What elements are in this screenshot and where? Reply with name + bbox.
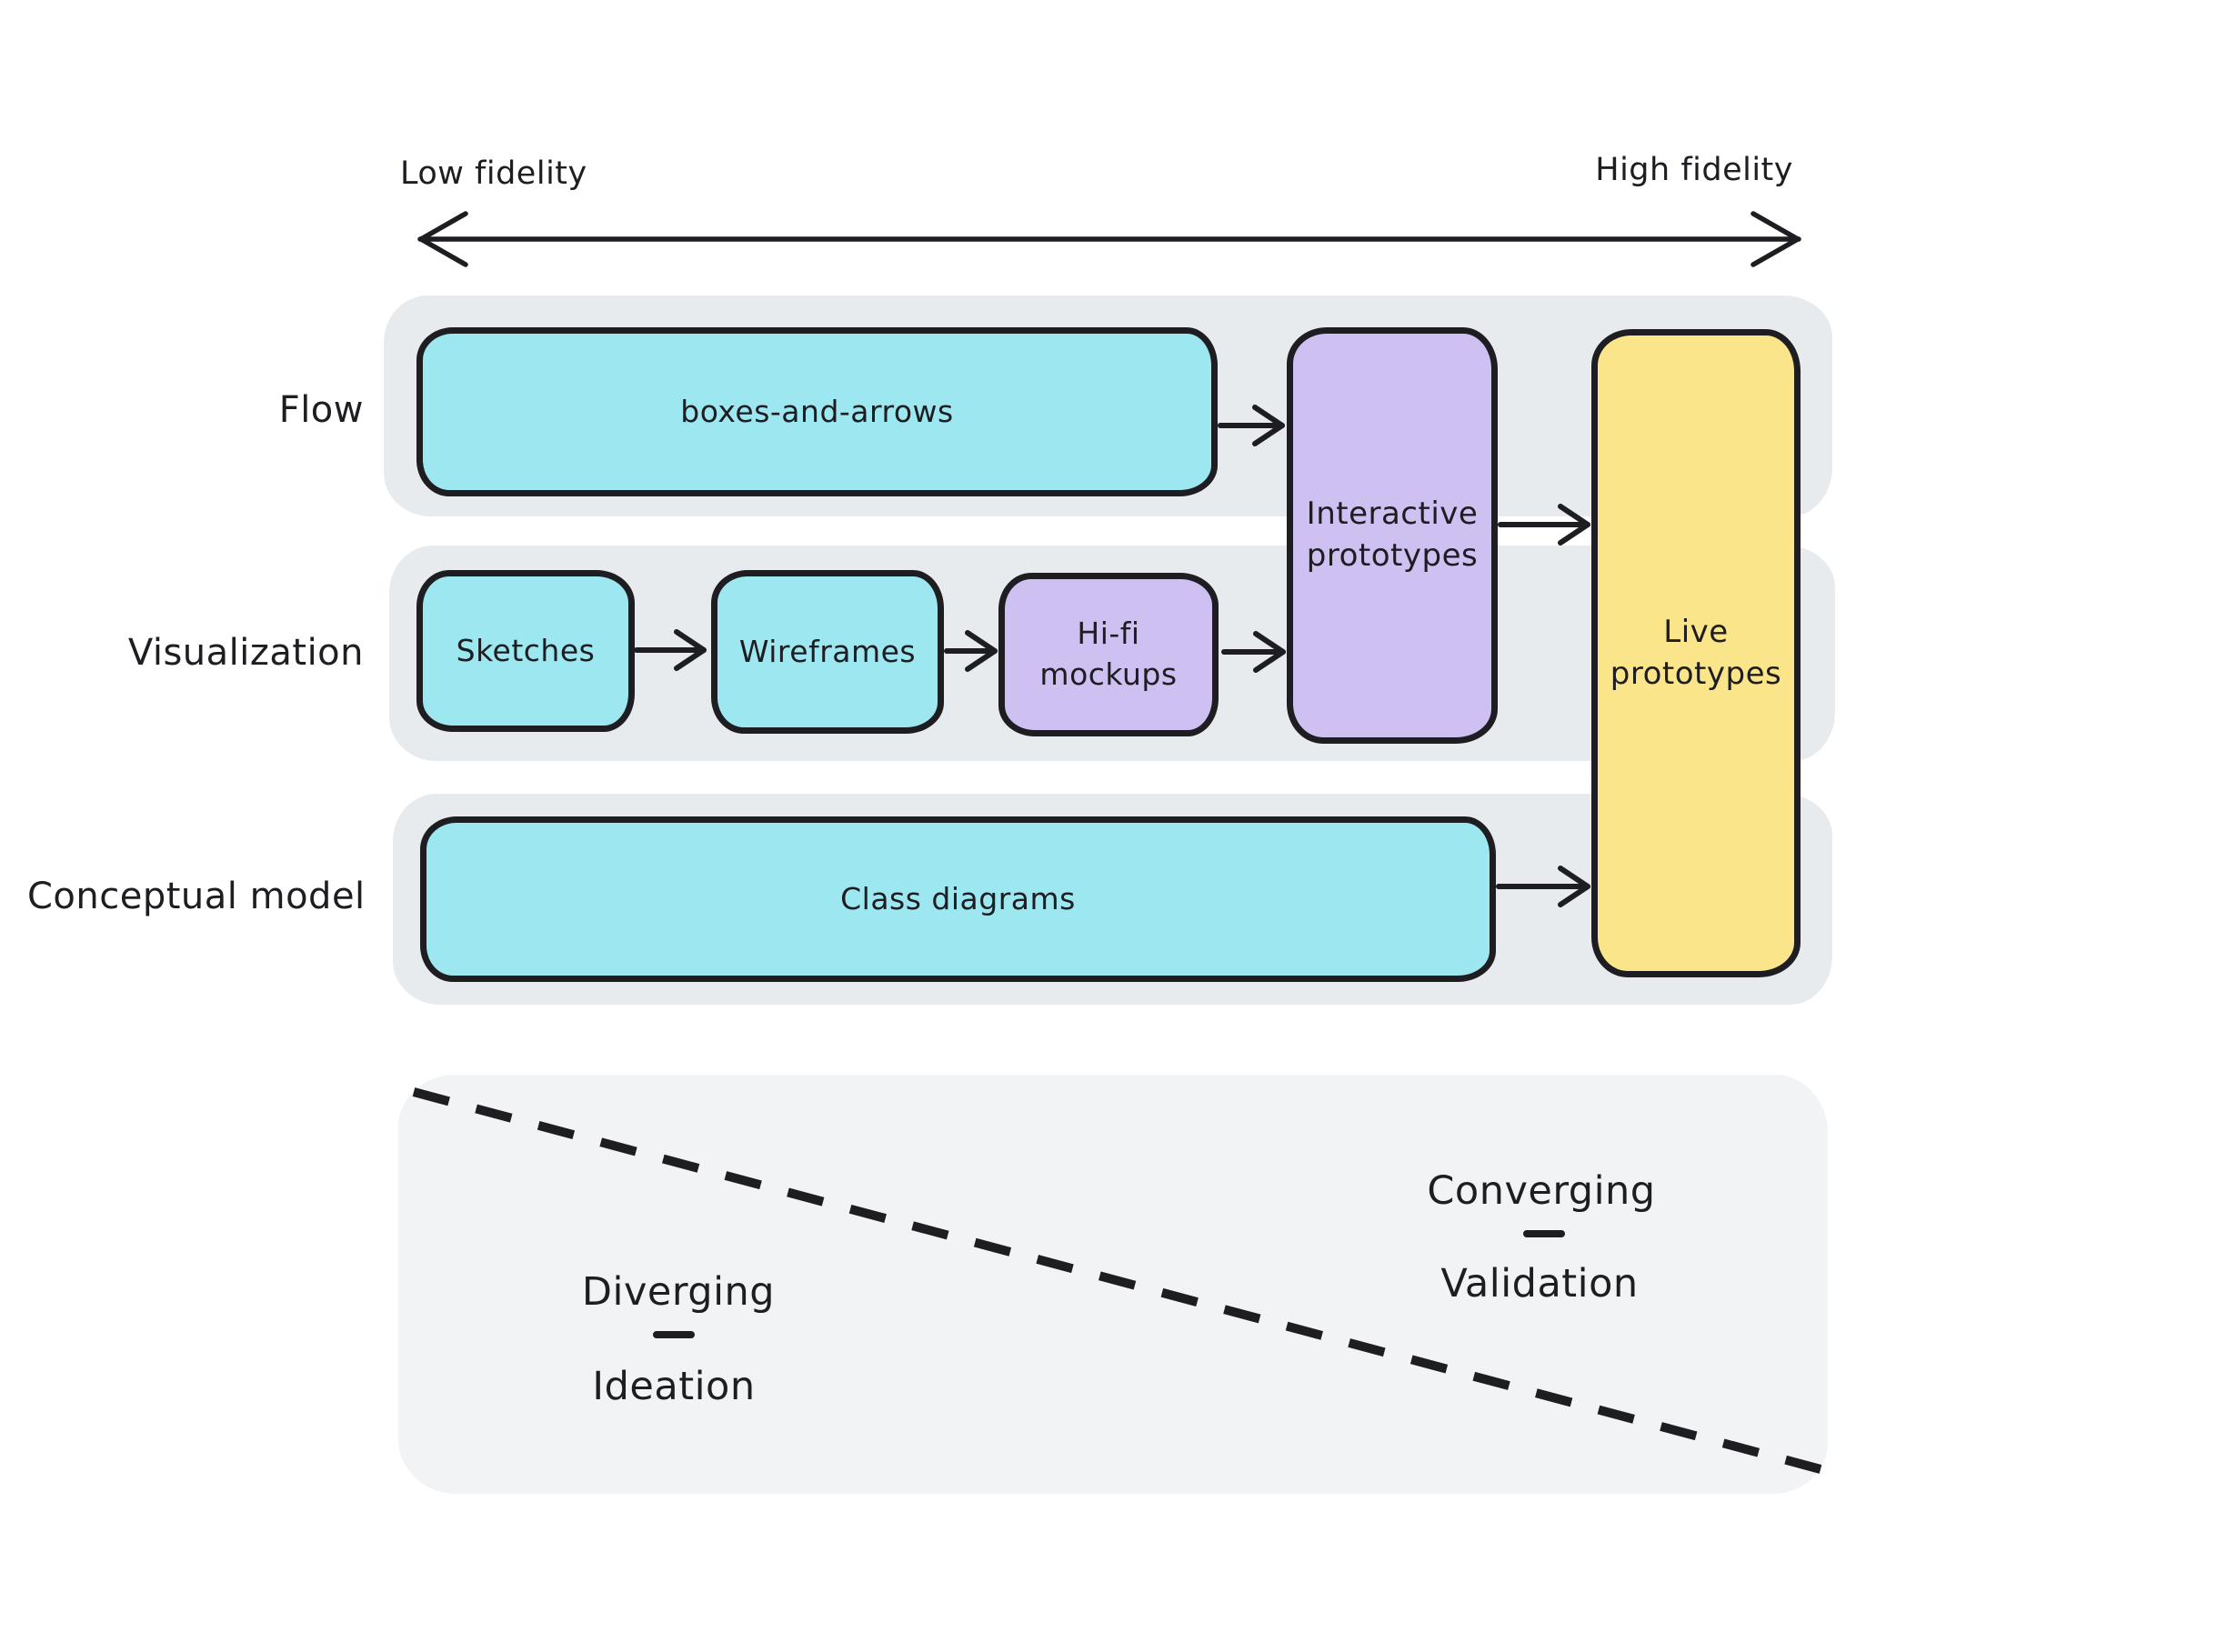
- node-sketches: Sketches: [416, 570, 635, 732]
- phase-converging-title: Converging: [1427, 1168, 1656, 1214]
- axis-label-high-fidelity: High fidelity: [1595, 152, 1793, 188]
- node-label: Class diagrams: [840, 880, 1076, 916]
- row-label-conceptual-model: Conceptual model: [27, 876, 366, 917]
- node-label: Wireframes: [738, 633, 917, 669]
- phase-converging-subtitle: Validation: [1440, 1261, 1639, 1307]
- dash-divider: [653, 1331, 695, 1338]
- node-label: Sketches: [456, 632, 596, 668]
- node-wireframes: Wireframes: [711, 570, 944, 734]
- node-hifi-mockups: Hi-fi mockups: [998, 573, 1219, 736]
- dash-divider: [1523, 1230, 1565, 1237]
- node-class-diagrams: Class diagrams: [420, 816, 1496, 982]
- phase-diverging-title: Diverging: [581, 1269, 776, 1315]
- node-label: Live prototypes: [1610, 613, 1782, 692]
- row-label-flow: Flow: [278, 389, 364, 431]
- node-interactive-prototypes: Interactive prototypes: [1287, 327, 1498, 744]
- row-label-visualization: Visualization: [127, 632, 364, 674]
- node-label: boxes-and-arrows: [680, 393, 954, 429]
- fidelity-axis-arrow: [417, 211, 1801, 267]
- node-boxes-and-arrows: boxes-and-arrows: [416, 327, 1218, 496]
- node-label: Interactive prototypes: [1306, 496, 1479, 574]
- axis-label-low-fidelity: Low fidelity: [400, 155, 587, 192]
- node-label: Hi-fi mockups: [1039, 616, 1178, 692]
- node-live-prototypes: Live prototypes: [1591, 329, 1801, 977]
- phase-diverging-subtitle: Ideation: [592, 1364, 756, 1409]
